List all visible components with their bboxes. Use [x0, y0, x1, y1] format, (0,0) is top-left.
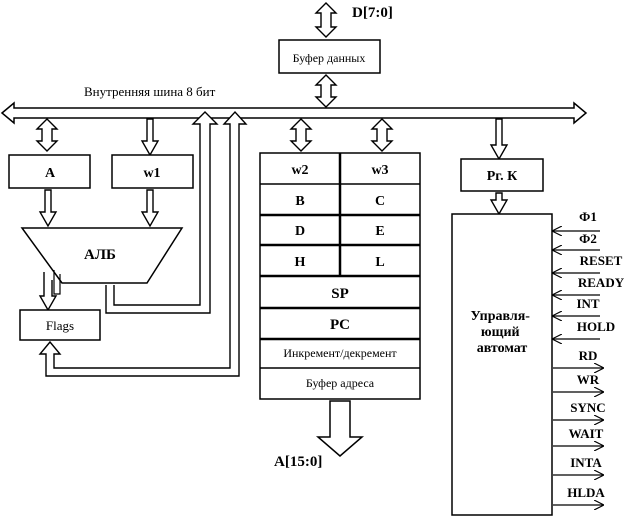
register-w1-label: w1 [143, 166, 160, 181]
control-input-ready: READY [553, 275, 625, 295]
control-output-rd: RD [553, 348, 603, 368]
control-output-sync-label: SYNC [570, 400, 605, 415]
data-buffer-bus-arrow [314, 74, 338, 108]
control-output-hlda: HLDA [553, 485, 605, 505]
bus-to-w1-arrow [140, 118, 160, 157]
ir-to-control-arrow [489, 192, 509, 216]
bus-to-ir-arrow [489, 118, 509, 161]
address-bus-label: A[15:0] [274, 454, 322, 470]
control-input-hold-label: HOLD [577, 319, 615, 334]
register-file [259, 152, 421, 400]
register-a-box [8, 154, 91, 189]
control-input-ready-label: READY [578, 275, 625, 290]
control-output-inta: INTA [553, 455, 603, 475]
register-h-label: H [295, 255, 306, 270]
control-output-wait: WAIT [553, 426, 604, 446]
control-unit-line-3: автомат [477, 341, 528, 356]
register-w3-label: w3 [371, 163, 388, 178]
inc-dec-label: Инкремент/декремент [283, 346, 397, 360]
data-bus-label: D[7:0] [352, 5, 393, 21]
control-unit-line-1: Управля- [471, 309, 531, 324]
register-w2-label: w2 [291, 163, 308, 178]
register-d-label: D [295, 224, 305, 239]
bus-to-w2-arrow [289, 118, 313, 152]
register-pc-label: PC [330, 317, 350, 333]
instruction-register-box [460, 158, 544, 192]
register-w1-box [111, 154, 194, 189]
address-buffer-label: Буфер адреса [306, 376, 375, 390]
control-output-rd-label: RD [579, 348, 598, 363]
data-buffer-box [278, 39, 381, 74]
control-input-phi2: Ф2 [553, 231, 600, 250]
instruction-register-label: Рг. К [487, 169, 518, 184]
bus-to-w3-arrow [370, 118, 394, 152]
register-b-label: B [295, 194, 304, 209]
register-a-label: A [45, 166, 56, 181]
control-output-wr-label: WR [577, 372, 600, 387]
control-input-int: INT [553, 296, 600, 316]
register-l-label: L [375, 255, 384, 270]
register-c-label: C [375, 194, 385, 209]
data-buffer-label: Буфер данных [293, 51, 366, 65]
flags-box [19, 309, 101, 341]
control-output-inta-label: INTA [570, 455, 602, 470]
control-unit-box [451, 213, 553, 516]
register-sp-label: SP [331, 286, 349, 302]
control-unit-line-2: ющий [481, 325, 520, 340]
bus-to-a-arrow [35, 118, 59, 152]
control-output-wr: WR [553, 372, 603, 392]
register-e-label: E [375, 224, 384, 239]
control-output-hlda-label: HLDA [567, 485, 605, 500]
control-output-wait-label: WAIT [569, 426, 604, 441]
flags-label: Flags [46, 318, 74, 333]
control-input-phi2-label: Ф2 [579, 231, 597, 246]
address-bus-arrow [315, 400, 365, 457]
control-input-reset: RESET [553, 253, 623, 273]
alu-shape [20, 227, 184, 284]
control-input-phi1: Ф1 [553, 209, 600, 231]
control-output-sync: SYNC [553, 400, 606, 420]
alu-label: АЛБ [84, 247, 116, 263]
flags-to-bus-path [38, 110, 248, 377]
a-to-alu-arrow [38, 189, 58, 228]
w1-to-alu-arrow [140, 189, 160, 228]
control-unit-label: Управля- ющий автомат [471, 309, 534, 356]
data-bus-arrow [314, 2, 338, 38]
control-input-int-label: INT [576, 296, 599, 311]
control-input-reset-label: RESET [580, 253, 623, 268]
internal-bus [0, 101, 588, 125]
alu-to-bus-path [105, 111, 219, 314]
internal-bus-label: Внутренняя шина 8 бит [84, 84, 216, 99]
control-input-hold: HOLD [553, 319, 615, 339]
control-input-phi1-label: Ф1 [579, 209, 597, 224]
